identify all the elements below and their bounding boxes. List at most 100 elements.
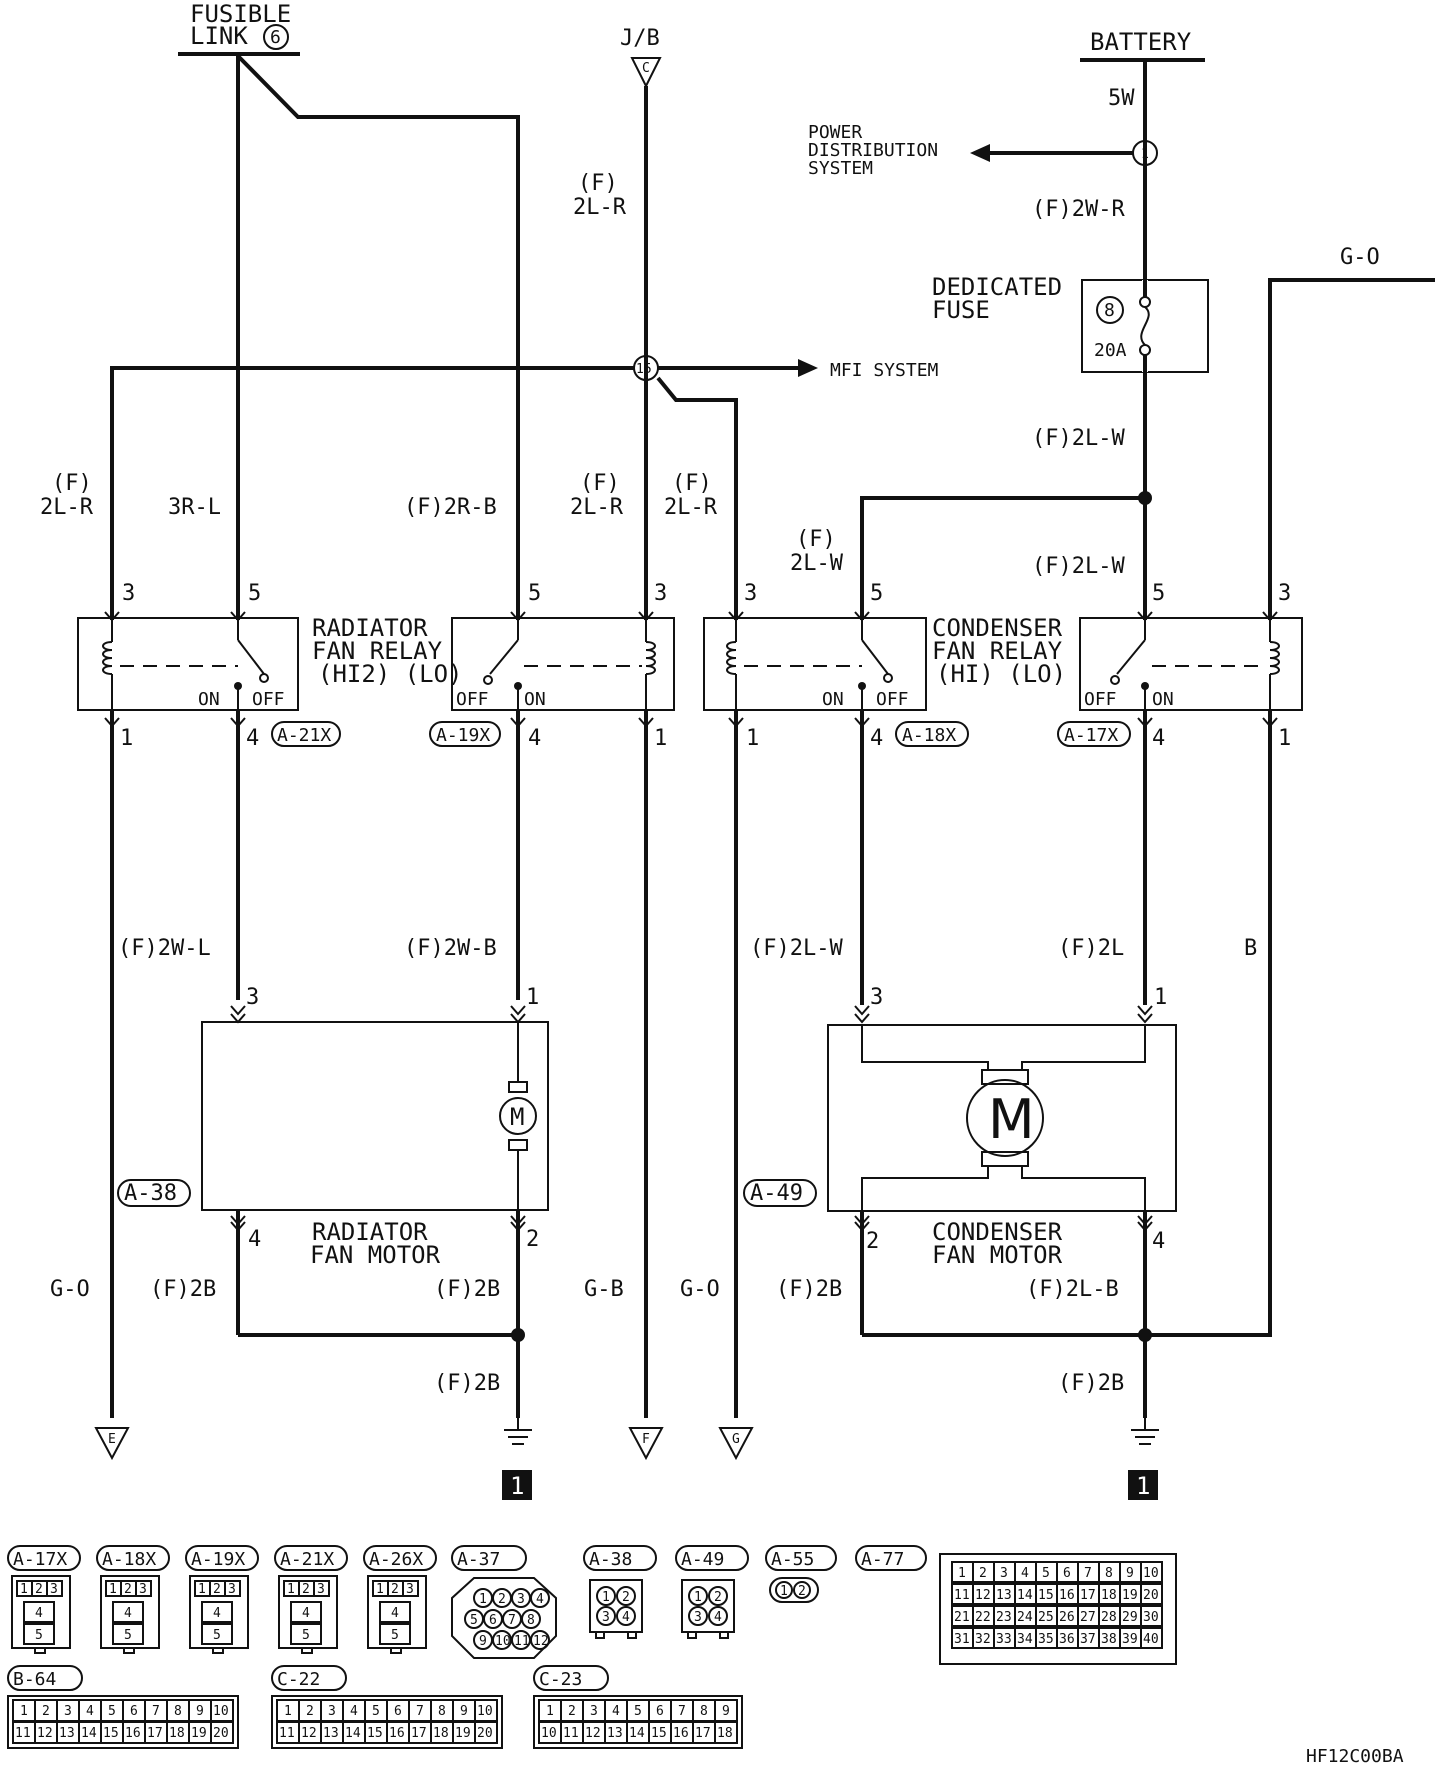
cond-relay-lo-coil: [1269, 641, 1280, 675]
radiator-motor-name-2: FAN MOTOR: [310, 1241, 441, 1269]
conn-a37-pin-label-6: 6: [489, 1613, 497, 1628]
condenser-relay-name-2: FAN RELAY: [932, 637, 1063, 665]
jb-label: J/B: [620, 26, 660, 51]
wire-2lr-2: 2L-R: [570, 495, 624, 520]
conn-a37-tag: [451, 1545, 527, 1571]
conn-a77-pin-label-17: 17: [1080, 1588, 1096, 1603]
conn-c22-pin-label-9: 9: [460, 1704, 468, 1719]
conn-c23-pin-label-13: 13: [607, 1726, 623, 1741]
conn-b64-pin-label-4: 4: [86, 1704, 94, 1719]
conn-b64-pin-label-14: 14: [81, 1726, 97, 1741]
conn-a38-pin-1: [596, 1586, 616, 1606]
rad-relay-pin4: 4: [246, 726, 259, 751]
conn-a18x-pin-5: [112, 1623, 144, 1645]
conn-a77-pin-label-40: 40: [1143, 1632, 1159, 1647]
rad-motor-symbol: [499, 1097, 537, 1135]
conn-a77-pin-30: [1140, 1605, 1163, 1627]
conn-a19x-pin-5: [201, 1623, 233, 1645]
conn-a21x-pin-5: [290, 1623, 322, 1645]
conn-a37-pin-label-10: 10: [495, 1634, 511, 1649]
wire-3rl: 3R-L: [168, 495, 221, 520]
conn-a26x-pin-label-3: 3: [406, 1582, 414, 1597]
conn-a38-pin-4: [616, 1606, 636, 1626]
conn-a18x-tag-label: A-18X: [902, 725, 956, 746]
conn-a77-pin-label-28: 28: [1101, 1610, 1117, 1625]
conn-a21x-tag-label: A-21X: [280, 1549, 334, 1570]
conn-b64-body: [7, 1695, 239, 1749]
conn-a77-pin-label-33: 33: [996, 1632, 1012, 1647]
conn-a37-pin-label-12: 12: [533, 1634, 549, 1649]
conn-a77-pin-label-20: 20: [1143, 1588, 1159, 1603]
wire-f2b-ground-l-label: (F)2B: [434, 1371, 500, 1396]
dedicated-fuse-label-2: FUSE: [932, 296, 990, 324]
cond-motor-pin1: 1: [1154, 985, 1167, 1010]
cond-relay-lo-pin3: 3: [1278, 581, 1291, 606]
conn-b64-pin-label-13: 13: [59, 1726, 75, 1741]
junction-15-number: 15: [636, 362, 652, 377]
junction-15: [633, 355, 659, 381]
conn-a37-pin-label-8: 8: [527, 1613, 535, 1628]
rad-relay-lo-switch: [489, 639, 519, 675]
conn-a17x-pin-label-2: 2: [35, 1582, 43, 1597]
conn-a38-tag: [583, 1545, 657, 1571]
rad-motor-m: M: [510, 1103, 524, 1131]
conn-a55-body: [769, 1577, 819, 1603]
conn-a17x-pin-3: [46, 1580, 63, 1597]
conn-c23-pin-label-5: 5: [634, 1704, 642, 1719]
conn-a49-pin-label-2: 2: [714, 1590, 722, 1605]
conn-a37-tag-label: A-37: [457, 1549, 500, 1570]
branch-2lr-wire: [656, 376, 738, 620]
conn-a49-tag-label: A-49: [750, 1181, 803, 1206]
conn-a37-pin-label-9: 9: [479, 1634, 487, 1649]
conn-a18x-tag: [895, 721, 969, 747]
cond-relay-lo-on: ON: [1152, 689, 1174, 710]
conn-a38-tag-label: A-38: [124, 1181, 177, 1206]
condenser-relay-name-3: (HI) (LO): [936, 660, 1066, 688]
wire-go-2-label: G-O: [680, 1277, 720, 1302]
conn-a26x-tag: [363, 1545, 437, 1571]
conn-c22-pin-label-7: 7: [416, 1704, 424, 1719]
conn-c22-pin-label-8: 8: [438, 1704, 446, 1719]
conn-b64-pin-20: [210, 1721, 234, 1744]
dedicated-fuse-label: DEDICATED: [932, 273, 1062, 301]
conn-a17x-tag: [7, 1545, 81, 1571]
conn-a77-pin-label-23: 23: [996, 1610, 1012, 1625]
conn-c22-pin-label-10: 10: [477, 1704, 493, 1719]
rad-motor-pin4: 4: [248, 1227, 261, 1252]
wire-b: [1145, 710, 1272, 1337]
conn-a77-pin-label-31: 31: [954, 1632, 970, 1647]
conn-a19x-tag: [429, 721, 501, 747]
radiator-motor-box: [201, 1021, 549, 1211]
conn-c23-pin-label-2: 2: [568, 1704, 576, 1719]
ground-1-number: 1: [510, 1472, 524, 1500]
wire-f2b-3-label: (F)2B: [776, 1277, 842, 1302]
conn-c23-pin-label-11: 11: [563, 1726, 579, 1741]
cond-relay-pin4: 4: [870, 726, 883, 751]
conn-a26x-pin-label-1: 1: [376, 1582, 384, 1597]
wire-b-label: B: [1244, 936, 1257, 961]
conn-a26x-pin-label-2: 2: [391, 1582, 399, 1597]
mfi-left-wire: [110, 366, 634, 620]
condenser-relay-hi-box: [703, 617, 927, 711]
radiator-relay-name-3: (HI2) (LO): [318, 660, 463, 688]
conn-a19x-pin-label-2: 2: [213, 1582, 221, 1597]
wire-2wl-label: (F)2W-L: [118, 936, 211, 961]
cond-relay-hi-off: OFF: [876, 689, 909, 710]
conn-a37-pin-label-11: 11: [514, 1634, 530, 1649]
conn-c22-pin-label-14: 14: [345, 1726, 361, 1741]
conn-a49-body: [681, 1579, 735, 1633]
conn-c23-pin-label-12: 12: [585, 1726, 601, 1741]
conn-b64-pin-label-6: 6: [130, 1704, 138, 1719]
conn-c23-pin-label-1: 1: [546, 1704, 554, 1719]
conn-a18x-pin-label-1: 1: [109, 1582, 117, 1597]
rad-motor-pin2: 2: [526, 1227, 539, 1252]
conn-a55-pin-2: [793, 1581, 811, 1599]
conn-a38-tag: [117, 1179, 191, 1207]
conn-c23-pin-label-17: 17: [695, 1726, 711, 1741]
wire-2lr-1-f: (F): [52, 471, 92, 496]
conn-a77-pin-label-32: 32: [975, 1632, 991, 1647]
rad-relay-lo-off: OFF: [456, 689, 489, 710]
